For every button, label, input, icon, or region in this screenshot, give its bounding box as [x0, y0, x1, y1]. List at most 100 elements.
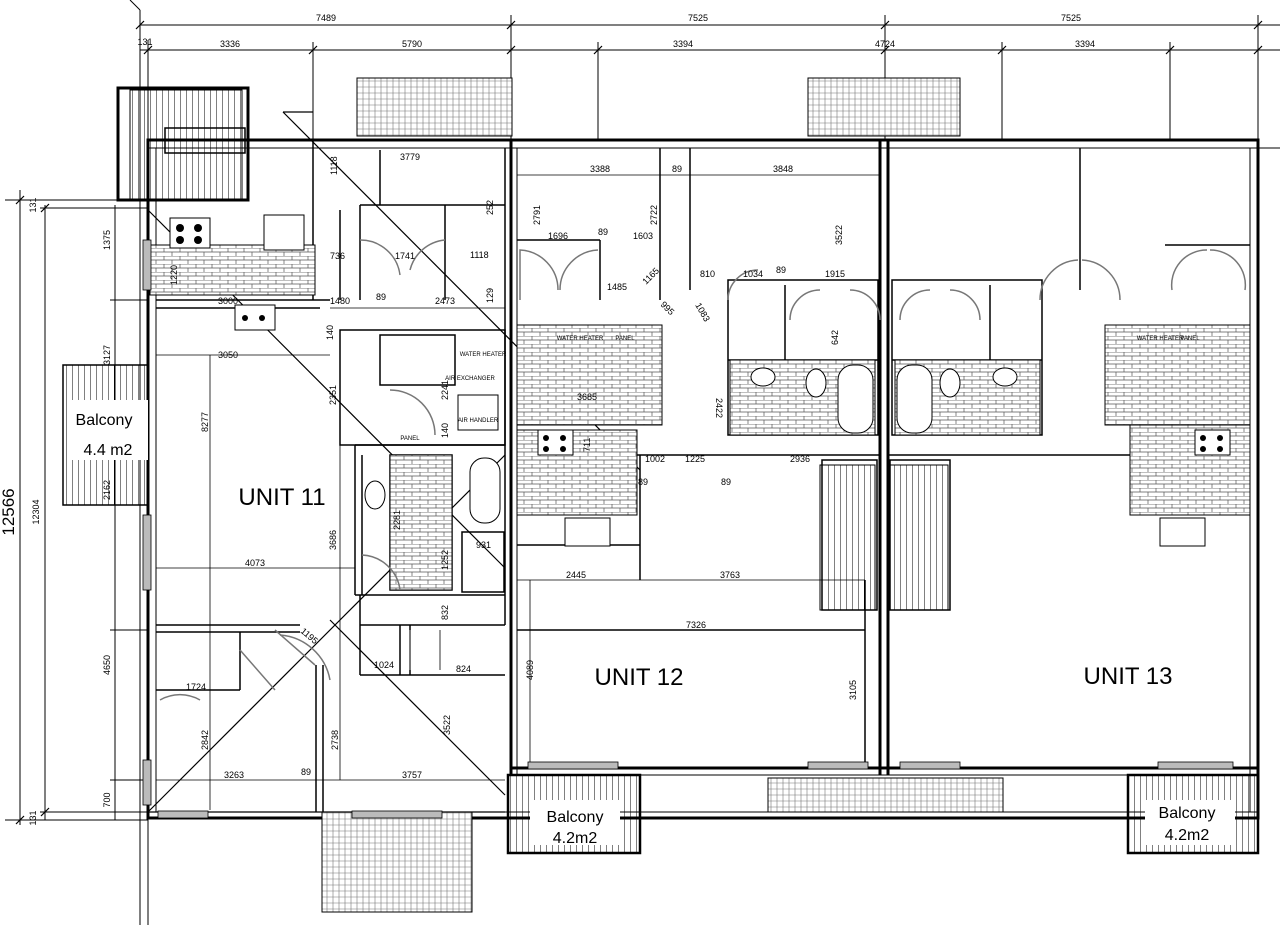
left-dimension-ticks	[15, 195, 50, 825]
dim-1220: 1220	[169, 265, 179, 285]
dim-left-5: 4650	[102, 655, 112, 675]
dim-3522-b: 3522	[442, 715, 452, 735]
dim-4089: 4089	[525, 660, 535, 680]
balcony-left-area: 4.4 m2	[84, 442, 133, 459]
unit12-toilet	[805, 368, 827, 398]
dim-1002: 1002	[645, 454, 665, 464]
label-air-exchanger: AIR EXCHANGER	[445, 376, 495, 382]
dim-2722: 2722	[649, 205, 659, 225]
unit12-stair	[819, 464, 876, 611]
dim-2445: 2445	[566, 570, 586, 580]
unit12-sink	[564, 517, 611, 547]
dim-overall-height: 12566	[0, 488, 18, 535]
unit12-kitchen-backsplash	[516, 429, 638, 516]
dim-2281: 2281	[392, 510, 402, 530]
label-panel-u11: PANEL	[400, 436, 420, 442]
dim-931: 931	[476, 540, 491, 550]
dim-89-c: 89	[776, 265, 786, 275]
dim-89-g: 89	[301, 767, 311, 777]
label-panel-u12: PANEL	[615, 336, 635, 342]
dim-3263: 3263	[224, 770, 244, 780]
unit13-range	[1194, 429, 1231, 456]
dim-2842: 2842	[200, 730, 210, 750]
dim-89-d: 89	[376, 292, 386, 302]
dim-1696: 1696	[548, 231, 568, 241]
dim-2351: 2351	[328, 385, 338, 405]
dim-3779: 3779	[400, 152, 420, 162]
unit12-sink-vanity	[750, 367, 776, 387]
unit12-mech-room	[516, 324, 663, 426]
label-air-handler: AIR HANDLER	[458, 418, 499, 424]
dim-89-b: 89	[598, 227, 608, 237]
dim-3000: 3000	[218, 296, 238, 306]
dim-1225: 1225	[685, 454, 705, 464]
unit13-kitchen-backsplash	[1129, 424, 1251, 516]
awning-mid	[807, 77, 961, 137]
dim-89-f: 89	[721, 477, 731, 487]
unit11-bath-tile	[389, 454, 453, 591]
awning-bottom	[767, 777, 1004, 813]
unit13-bathtub	[896, 364, 933, 434]
dim-7326: 7326	[686, 620, 706, 630]
dim-left-6: 700	[102, 792, 112, 807]
dim-2473: 2473	[435, 296, 455, 306]
exterior-walls	[116, 86, 1280, 820]
dim-3848: 3848	[773, 164, 793, 174]
dim-1165: 1165	[640, 266, 661, 287]
dim-129: 129	[485, 288, 495, 303]
dim-top2-4: 3394	[673, 39, 693, 49]
balcony-mid-area: 4.2m2	[553, 830, 598, 847]
left-dimension-lines	[5, 190, 148, 825]
label-water-heater-u12: WATER HEATER	[557, 336, 604, 342]
dim-3757: 3757	[402, 770, 422, 780]
dim-140-a: 140	[325, 325, 335, 340]
dim-4073: 4073	[245, 558, 265, 568]
dim-1024: 1024	[374, 660, 394, 670]
dim-2241: 2241	[440, 380, 450, 400]
dim-top-2: 7525	[688, 13, 708, 23]
unit13-sink-vanity	[992, 367, 1018, 387]
dim-140-b: 140	[440, 423, 450, 438]
balcony-left-label: Balcony	[76, 412, 133, 429]
dim-642: 642	[830, 330, 840, 345]
unit13-toilet	[939, 368, 961, 398]
dim-3685: 3685	[577, 392, 597, 402]
dim-1034-a: 1034	[743, 269, 763, 279]
balcony-mid-label: Balcony	[547, 809, 604, 826]
dim-3105: 3105	[848, 680, 858, 700]
dim-1741: 1741	[395, 251, 415, 261]
dim-832: 832	[440, 605, 450, 620]
unit11-doors	[159, 239, 446, 701]
unit12-doors	[519, 249, 881, 321]
dim-inner-height: 12304	[31, 499, 41, 524]
awning-unit11	[321, 811, 473, 913]
unit-11-label: UNIT 11	[238, 484, 325, 511]
dim-top-1: 7489	[316, 13, 336, 23]
dim-top2-1: 131	[137, 37, 152, 47]
dim-top-3: 7525	[1061, 13, 1081, 23]
dim-3522-a: 3522	[834, 225, 844, 245]
label-water-heater-u13: WATER HEATER	[1137, 336, 1184, 342]
dim-left-2: 1375	[102, 230, 112, 250]
dim-89-e: 89	[638, 477, 648, 487]
unit11-air-handler	[457, 394, 499, 431]
unit11-bathtub	[469, 457, 501, 524]
unit11-toilet	[364, 480, 386, 510]
dim-2936: 2936	[790, 454, 810, 464]
label-water-heater-u11: WATER HEATER	[460, 352, 507, 358]
dim-1083: 1083	[693, 301, 712, 323]
dim-top2-6: 3394	[1075, 39, 1095, 49]
dim-1118: 1118	[329, 156, 339, 175]
dim-left-3: 3127	[102, 345, 112, 365]
balcony-right-label: Balcony	[1159, 805, 1216, 822]
dim-1485: 1485	[607, 282, 627, 292]
dim-2738: 2738	[330, 730, 340, 750]
dim-top2-2: 3336	[220, 39, 240, 49]
dim-left-7: 131	[28, 810, 38, 825]
unit11-kitchen-backsplash	[149, 244, 316, 296]
unit-12-label: UNIT 12	[595, 664, 684, 691]
unit13-doors	[899, 249, 1247, 321]
unit13-stair	[889, 464, 949, 611]
dim-711-a: 711	[582, 438, 592, 452]
